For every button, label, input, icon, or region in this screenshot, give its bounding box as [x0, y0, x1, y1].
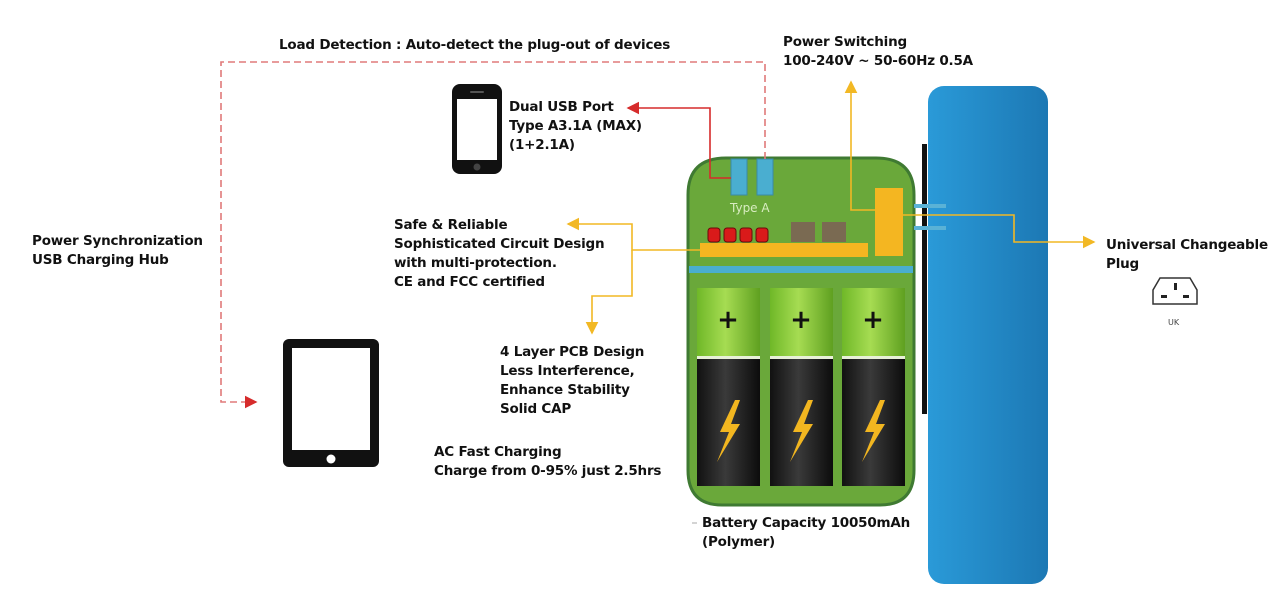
- capacitor: [755, 227, 769, 243]
- port-type-label: Type A: [729, 201, 770, 215]
- ac-fast-charging-detail: Charge from 0-95% just 2.5hrs: [434, 463, 662, 479]
- capacitor: [739, 227, 753, 243]
- pcb-design-line: Less Interference,: [500, 363, 635, 379]
- usb-port-1: [730, 158, 748, 196]
- plug-pin-1: [914, 204, 946, 208]
- pcb-design-label: 4 Layer PCB Design Less Interference, En…: [500, 343, 644, 419]
- universal-plug-title-2: Plug: [1106, 256, 1139, 272]
- load-detection-line: [220, 61, 766, 409]
- power-sync-subtitle: USB Charging Hub: [32, 252, 169, 268]
- pcb-stripe: [689, 266, 913, 273]
- chip-2: [822, 222, 846, 242]
- battery-cells: [697, 288, 905, 486]
- pcb-design-arrow: [585, 250, 633, 335]
- ac-fast-charging-title: AC Fast Charging: [434, 444, 562, 460]
- chip-1: [791, 222, 815, 242]
- battery-cell: [842, 288, 905, 486]
- circuit-bar: [700, 243, 868, 257]
- safe-reliable-arrow: [566, 217, 700, 251]
- power-sync-label: Power Synchronization USB Charging Hub: [32, 232, 203, 270]
- uk-socket-icon: [1152, 277, 1198, 305]
- bolt-icon: [717, 400, 740, 462]
- battery-plus-1: +: [717, 305, 739, 335]
- case-divider-bar: [922, 144, 927, 414]
- battery-capacity-value: Battery Capacity 10050mAh: [702, 515, 911, 531]
- bolt-icon: [862, 400, 885, 462]
- power-bank-case: [928, 86, 1048, 584]
- power-switching-title: Power Switching: [783, 34, 907, 50]
- universal-plug-arrow: [903, 214, 1096, 249]
- pcb-design-line: Enhance Stability: [500, 382, 630, 398]
- usb-port-2: [756, 158, 774, 196]
- dual-usb-label: Dual USB Port Type A3.1A (MAX) (1+2.1A): [509, 98, 642, 155]
- battery-plus-3: +: [862, 305, 884, 335]
- ac-fast-charging-label: AC Fast Charging Charge from 0-95% just …: [434, 443, 661, 481]
- load-detection-text: Load Detection : Auto-detect the plug-ou…: [279, 37, 671, 53]
- power-switching-spec: 100-240V ~ 50-60Hz 0.5A: [783, 53, 973, 69]
- power-module: [875, 188, 903, 256]
- plug-pin-2: [914, 226, 946, 230]
- battery-cell: [697, 288, 760, 486]
- battery-capacity-label: Battery Capacity 10050mAh (Polymer): [702, 514, 910, 552]
- power-switching-label: Power Switching 100-240V ~ 50-60Hz 0.5A: [783, 33, 973, 71]
- universal-plug-title: Universal Changeable: [1106, 237, 1268, 253]
- dual-usb-arrow: [626, 101, 731, 179]
- bolt-icon: [790, 400, 813, 462]
- pcb-design-line: 4 Layer PCB Design: [500, 344, 645, 360]
- capacitors: [707, 227, 769, 243]
- battery-plus-2: +: [790, 305, 812, 335]
- load-detection-label: Load Detection : Auto-detect the plug-ou…: [279, 36, 670, 55]
- power-sync-title: Power Synchronization: [32, 233, 203, 249]
- dual-usb-current: (1+2.1A): [509, 137, 575, 153]
- capacitor: [723, 227, 737, 243]
- safe-reliable-line: Safe & Reliable: [394, 217, 508, 233]
- tablet-icon: [283, 339, 379, 467]
- dual-usb-title: Dual USB Port: [509, 99, 614, 115]
- plug-region-label: UK: [1168, 318, 1180, 327]
- capacitor: [707, 227, 721, 243]
- power-switching-arrow: [844, 80, 875, 211]
- safe-reliable-line: with multi-protection.: [394, 255, 557, 271]
- battery-cell: [770, 288, 833, 486]
- pcb-design-line: Solid CAP: [500, 401, 572, 417]
- safe-reliable-line: Sophisticated Circuit Design: [394, 236, 605, 252]
- safe-reliable-label: Safe & Reliable Sophisticated Circuit De…: [394, 216, 605, 292]
- safe-reliable-line: CE and FCC certified: [394, 274, 545, 290]
- smartphone-icon: [452, 84, 502, 174]
- universal-plug-label: Universal Changeable Plug: [1106, 236, 1268, 274]
- battery-type: (Polymer): [702, 534, 776, 550]
- dual-usb-type: Type A3.1A (MAX): [509, 118, 642, 134]
